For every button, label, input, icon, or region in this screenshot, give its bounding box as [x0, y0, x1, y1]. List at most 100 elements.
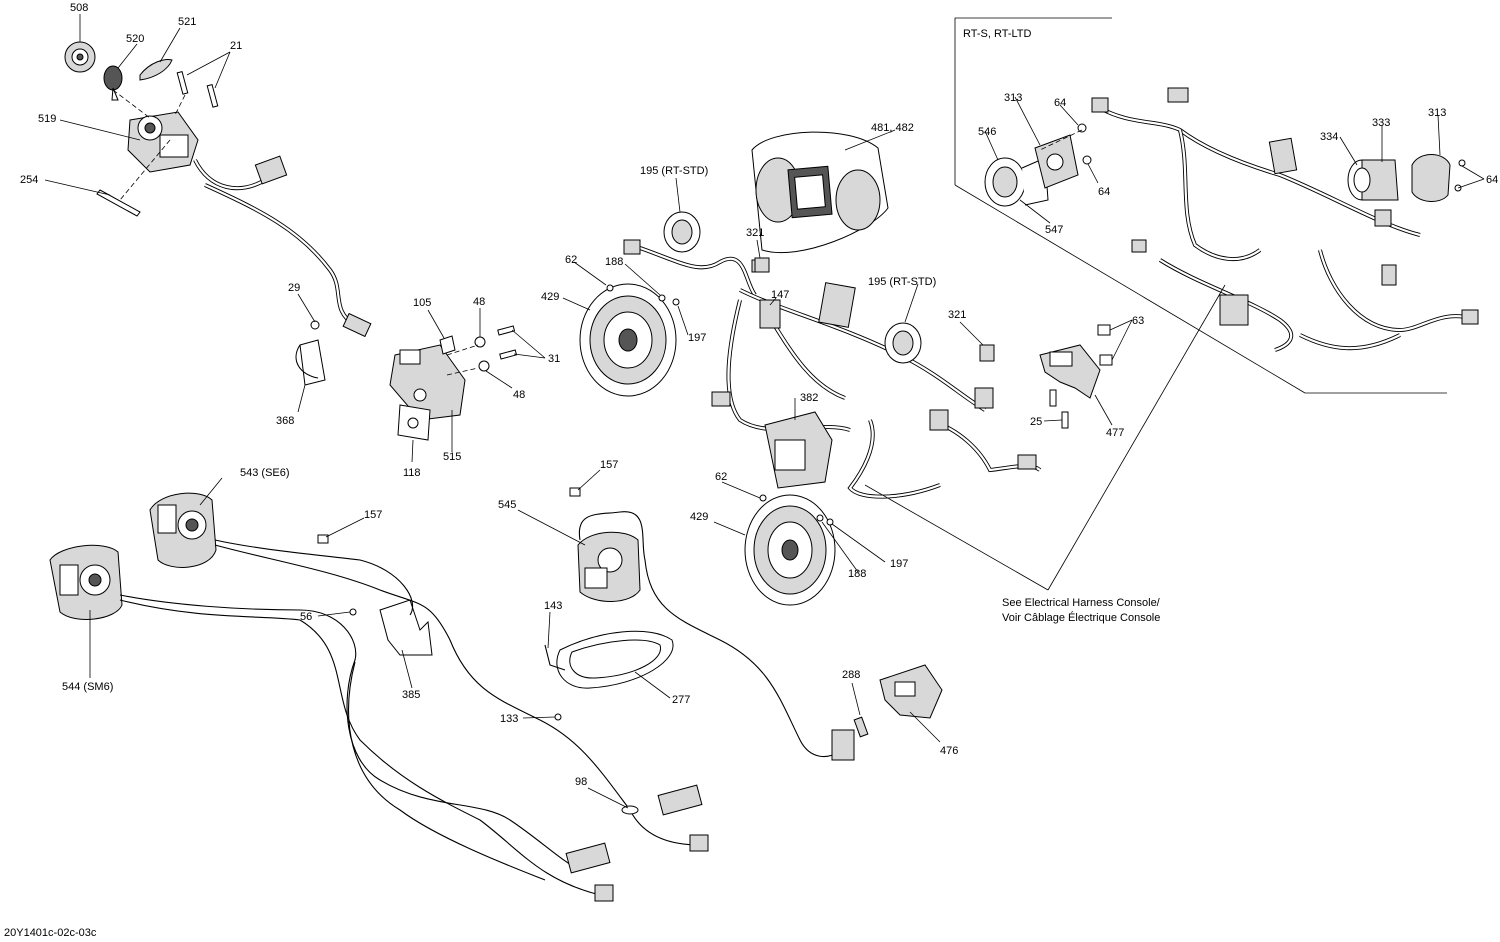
callout-21: 21 [230, 40, 242, 52]
callout-188-upper: 188 [605, 256, 623, 268]
leader-to-note [864, 284, 1226, 591]
screws-25 [1049, 389, 1069, 429]
callout-368: 368 [276, 415, 294, 427]
callout-429-lower: 429 [690, 511, 708, 523]
callout-545: 545 [498, 499, 516, 511]
wire-143 [544, 644, 566, 671]
note-line-2: Voir Câblage Électrique Console [1002, 611, 1160, 624]
callout-195-left: 195 (RT-STD) [640, 165, 708, 177]
inset-title: RT-S, RT-LTD [963, 28, 1032, 40]
gauge-333 [1347, 159, 1399, 201]
main-harness [623, 239, 1042, 499]
inset-harness [1091, 87, 1479, 352]
callout-197-upper: 197 [688, 332, 706, 344]
clip-56 [349, 608, 357, 616]
speaker-grille-195-right [884, 322, 922, 364]
callout-188-lower: 188 [848, 568, 866, 580]
sensor-368 [295, 320, 326, 386]
callout-313-left: 313 [1004, 92, 1022, 104]
bracket-385 [379, 599, 433, 656]
gasket-118 [397, 404, 431, 441]
callout-515: 515 [443, 451, 461, 463]
callout-254: 254 [20, 174, 38, 186]
switch-housing-545 [577, 531, 641, 602]
callout-477: 477 [1106, 427, 1124, 439]
callout-98: 98 [575, 776, 587, 788]
note-line-1: See Electrical Harness Console/ [1002, 597, 1161, 609]
module-382 [764, 411, 833, 489]
clip-157-left [317, 534, 329, 544]
callout-118: 118 [403, 467, 421, 479]
callout-288: 288 [842, 669, 860, 681]
bracket-254 [96, 189, 141, 217]
callout-133: 133 [500, 713, 518, 725]
screws-31 [497, 325, 518, 360]
switch-harness [578, 511, 855, 761]
callout-64-lower-left: 64 [1098, 186, 1110, 198]
callout-56: 56 [300, 611, 312, 623]
washers-48 [474, 336, 490, 372]
ignition-switch-519 [127, 111, 199, 173]
key-520 [103, 65, 123, 101]
callout-195-right: 195 (RT-STD) [868, 276, 936, 288]
callout-333: 333 [1372, 117, 1390, 129]
callout-519: 519 [38, 113, 56, 125]
callout-64-right: 64 [1486, 174, 1498, 186]
callout-321-upper: 321 [746, 227, 764, 239]
callout-544: 544 (SM6) [62, 681, 113, 693]
callout-382: 382 [800, 392, 818, 404]
speaker-grille-195-left [663, 211, 701, 253]
switch-housing-544 [49, 544, 123, 620]
gauge-546 [984, 157, 1049, 207]
callout-157-right: 157 [600, 459, 618, 471]
callout-48-upper: 48 [473, 296, 485, 308]
bracket-476 [879, 664, 943, 719]
leader-lines [44, 14, 1485, 809]
callout-197-lower: 197 [890, 558, 908, 570]
knob-508 [64, 41, 96, 73]
callout-63: 63 [1132, 315, 1144, 327]
callout-277: 277 [672, 694, 690, 706]
speaker-429-upper [579, 283, 677, 397]
clip-157-right [569, 487, 581, 497]
left-harness [119, 539, 709, 902]
nuts-64-left [1077, 123, 1092, 165]
callout-547: 547 [1045, 224, 1063, 236]
callout-429-upper: 429 [541, 291, 559, 303]
connector-321-upper [754, 257, 770, 273]
callout-labels: 508 521 520 21 519 254 29 368 105 48 31 … [4, 2, 1498, 939]
clip-105 [439, 335, 456, 355]
drawing-code: 20Y1401c-02c-03c [4, 927, 97, 939]
callout-334: 334 [1320, 131, 1338, 143]
screws-21 [176, 70, 219, 108]
gauge-cluster-481-482 [751, 131, 889, 254]
callout-157-left: 157 [364, 509, 382, 521]
gauge-bracket-313-left [1034, 134, 1079, 189]
clip-133 [554, 713, 562, 721]
pad-288 [853, 716, 869, 738]
callout-546: 546 [978, 126, 996, 138]
fasteners-upper-speaker [606, 284, 680, 306]
tie-98 [621, 805, 639, 815]
callout-508: 508 [70, 2, 88, 14]
callout-313-right: 313 [1428, 107, 1446, 119]
callout-29: 29 [288, 282, 300, 294]
switch-housing-543 [149, 492, 217, 568]
gasket-277 [556, 630, 674, 689]
connector-321-lower [979, 344, 995, 362]
ignition-harness [193, 155, 372, 338]
callout-143: 143 [544, 600, 562, 612]
callout-543: 543 (SE6) [240, 467, 290, 479]
speaker-429-lower [744, 494, 836, 606]
callout-105: 105 [413, 297, 431, 309]
callout-385: 385 [402, 689, 420, 701]
module-515 [389, 344, 466, 421]
callout-64-upper-left: 64 [1054, 97, 1066, 109]
callout-31: 31 [548, 353, 560, 365]
nuts-64-right [1454, 159, 1466, 192]
connector-147 [759, 299, 781, 329]
callout-62-upper: 62 [565, 254, 577, 266]
fasteners-lower-speaker [759, 494, 834, 526]
inset-frame [954, 17, 1447, 394]
